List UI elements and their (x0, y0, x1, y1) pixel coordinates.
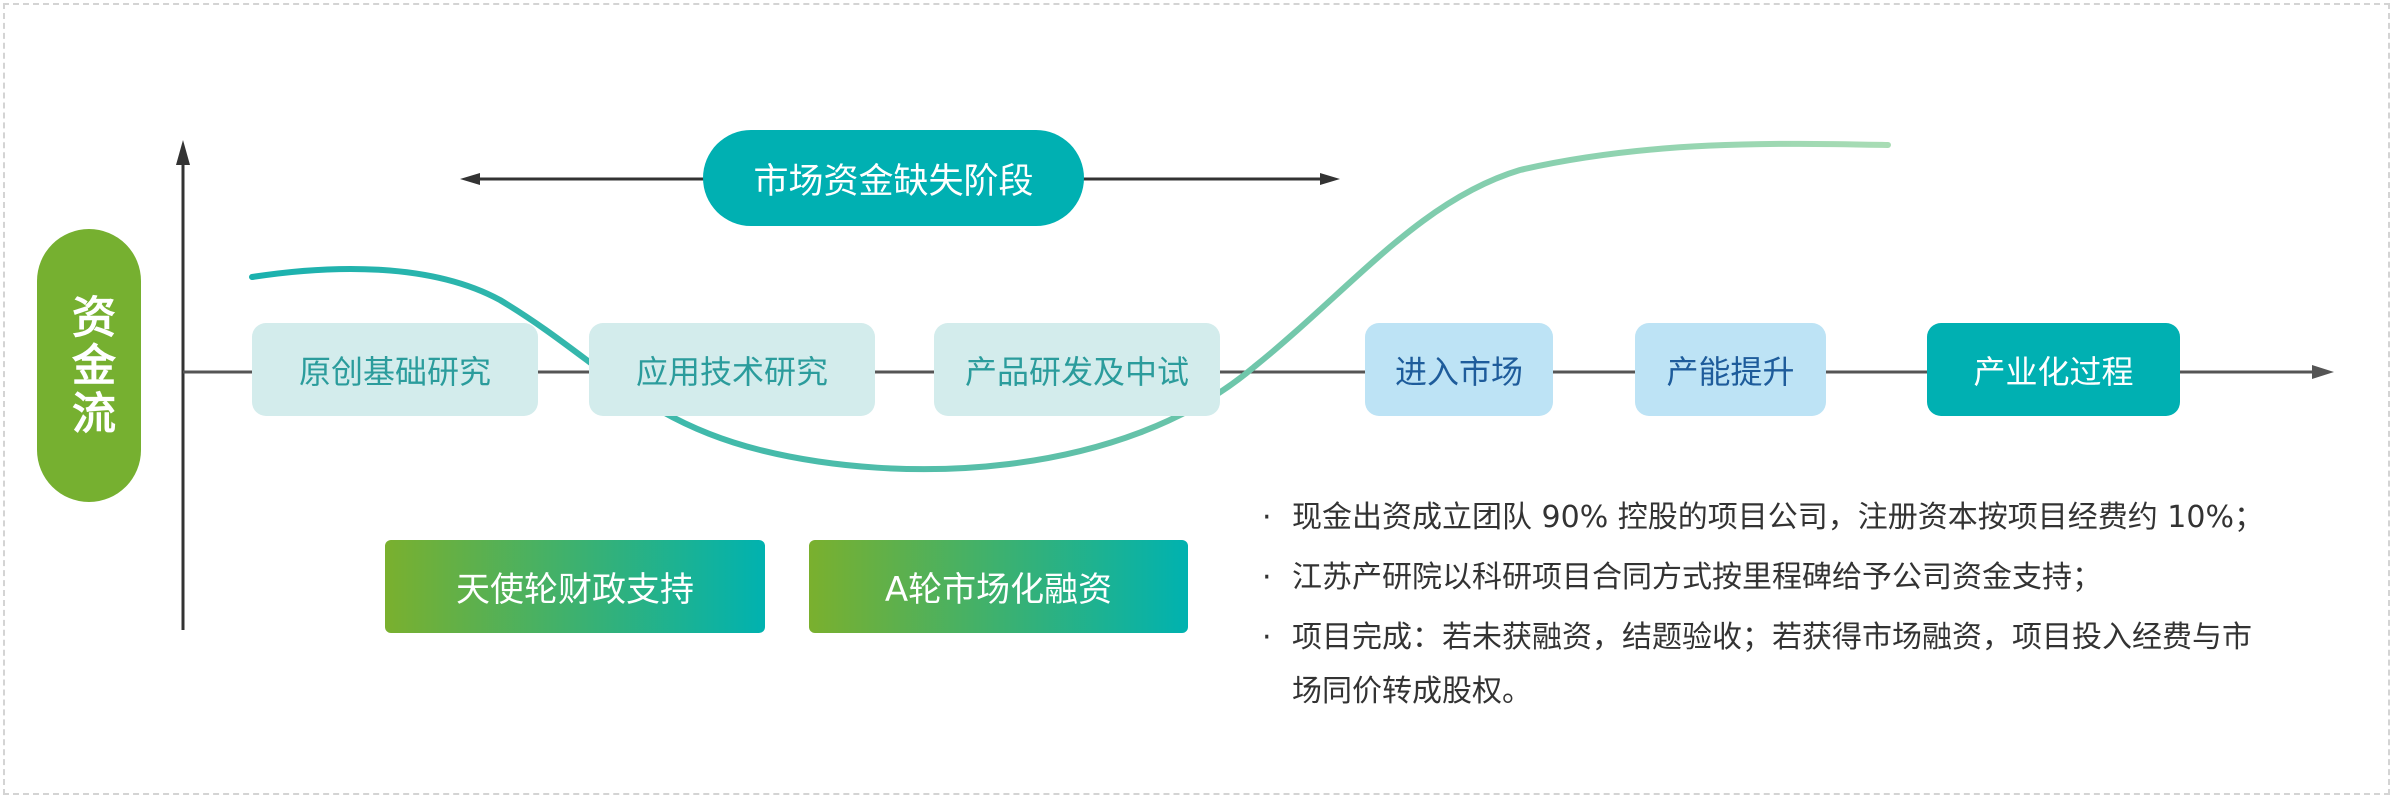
angel-round-box: 天使轮财政支持 (385, 540, 765, 633)
bullet-icon: · (1262, 500, 1272, 535)
stage-applied-research: 应用技术研究 (589, 323, 875, 416)
gap-stage-label: 市场资金缺失阶段 (703, 130, 1084, 226)
dashed-frame (3, 3, 2390, 795)
note-text: 现金出资成立团队 90% 控股的项目公司，注册资本按项目经费约 10%； (1292, 500, 2264, 535)
note-item: · 江苏产研院以科研项目合同方式按里程碑给予公司资金支持； (1262, 548, 2382, 608)
right-arrowhead-icon (1320, 173, 1340, 185)
note-text: 项目完成：若未获融资，结题验收；若获得市场融资，项目投入经费与市 (1292, 620, 2252, 655)
stage-basic-research: 原创基础研究 (252, 323, 538, 416)
note-item-continued: 场同价转成股权。 (1262, 668, 2382, 716)
bullet-icon: · (1262, 560, 1272, 595)
stage-capacity-increase: 产能提升 (1635, 323, 1826, 416)
funding-curve (249, 140, 1891, 473)
series-a-box: A轮市场化融资 (809, 540, 1188, 633)
y-axis-arrowhead-icon (176, 140, 190, 165)
stage-product-development: 产品研发及中试 (934, 323, 1220, 416)
note-item: · 现金出资成立团队 90% 控股的项目公司，注册资本按项目经费约 10%； (1262, 488, 2382, 548)
note-text: 场同价转成股权。 (1292, 674, 1532, 709)
left-arrowhead-icon (460, 173, 480, 185)
note-item: · 项目完成：若未获融资，结题验收；若获得市场融资，项目投入经费与市 (1262, 608, 2382, 668)
y-axis (176, 140, 190, 630)
stage-industrialization: 产业化过程 (1927, 323, 2180, 416)
note-text: 江苏产研院以科研项目合同方式按里程碑给予公司资金支持； (1292, 560, 2102, 595)
bullet-icon: · (1262, 620, 1272, 655)
stage-market-entry: 进入市场 (1365, 323, 1553, 416)
y-axis-label: 资金流 (37, 229, 141, 502)
notes-list: · 现金出资成立团队 90% 控股的项目公司，注册资本按项目经费约 10%； · 江… (1262, 488, 2382, 716)
x-axis-arrowhead-icon (2312, 365, 2334, 379)
